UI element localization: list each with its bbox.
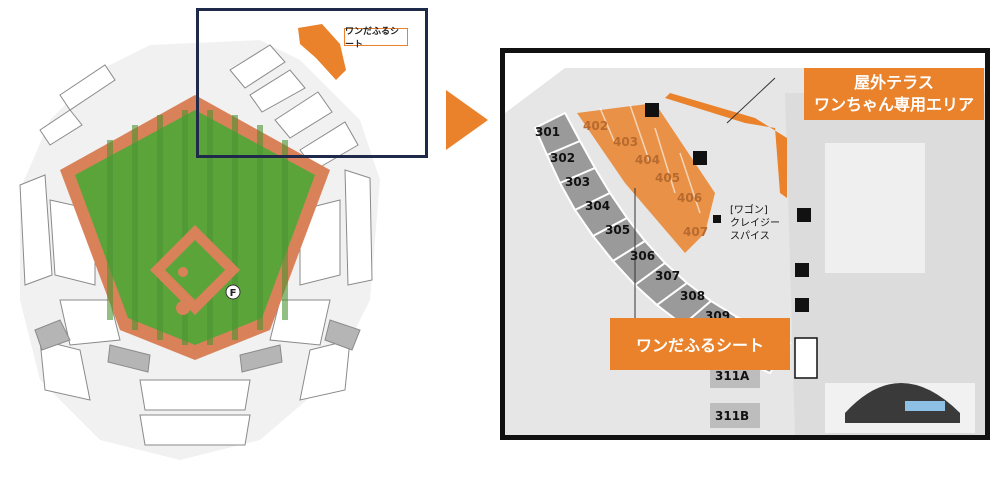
section-label: 301	[535, 125, 561, 139]
detail-map: 301 302 303 304 305 306 307 308 309 402 …	[500, 48, 990, 440]
section-label: 405	[655, 171, 681, 185]
section-label: 311A	[715, 369, 750, 383]
section-label: 306	[630, 249, 656, 263]
zoom-frame	[196, 8, 428, 158]
section-label: 307	[655, 269, 681, 283]
foul-pole-letter: F	[230, 288, 237, 299]
shop-label-line: クレイジー	[730, 218, 780, 229]
section-label: 311B	[715, 409, 750, 423]
section-label: 305	[605, 223, 631, 237]
section-label: 308	[680, 289, 706, 303]
stadium-overview-map: F	[19, 24, 380, 460]
section-label: 406	[677, 191, 703, 205]
section-label: 403	[613, 135, 639, 149]
shop-label-line: [ワゴン]	[730, 205, 768, 216]
terrace-callout-line: ワンちゃん専用エリア	[813, 95, 974, 114]
section-label: 407	[683, 225, 709, 239]
wonderful-seat-label: ワンだふるシート	[344, 27, 408, 50]
seat-callout: ワンだふるシート	[610, 318, 790, 370]
shop-label: [ワゴン] クレイジー スパイス	[730, 204, 780, 243]
detail-map-drawing	[505, 53, 985, 435]
terrace-callout: 屋外テラス ワンちゃん専用エリア	[804, 68, 984, 120]
section-label: 304	[585, 199, 611, 213]
shop-label-line: スパイス	[730, 231, 770, 242]
section-label: 404	[635, 153, 661, 167]
terrace-callout-line: 屋外テラス	[854, 73, 934, 92]
section-label: 402	[583, 119, 609, 133]
section-label: 302	[550, 151, 576, 165]
arrow-right-icon	[446, 90, 488, 150]
section-label: 303	[565, 175, 591, 189]
